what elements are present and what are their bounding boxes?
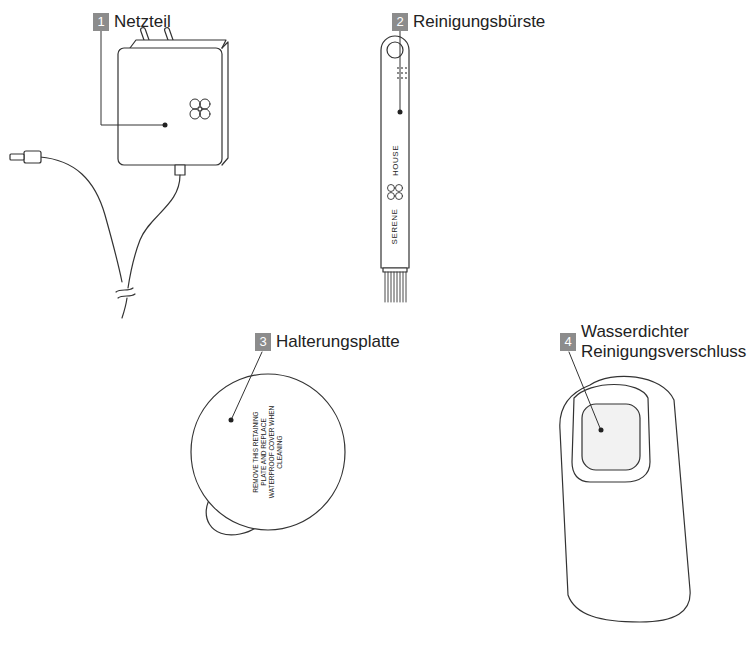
callout-number: 4 — [560, 333, 576, 351]
brand-text: SERENE — [391, 208, 400, 244]
brand-text: HOUSE — [390, 145, 399, 176]
plate-inscription: REMOVE THIS RETAINING PLATE AND REPLACE … — [252, 404, 284, 500]
leader-dots — [163, 110, 604, 433]
part-name: Netzteil — [114, 12, 171, 32]
part-name: Reinigungsbürste — [413, 12, 545, 32]
cleaning-brush — [381, 36, 409, 302]
callout-number: 3 — [255, 333, 271, 351]
callout-number: 2 — [392, 13, 408, 31]
part-name: Halterungsplatte — [276, 332, 400, 352]
waterproof-cover — [560, 376, 690, 622]
retaining-plate — [191, 374, 345, 535]
callout-number: 1 — [93, 13, 109, 31]
leader-lines — [101, 31, 600, 428]
part-name: Wasserdichter Reinigungsverschluss — [581, 322, 746, 362]
power-adapter — [10, 30, 228, 318]
